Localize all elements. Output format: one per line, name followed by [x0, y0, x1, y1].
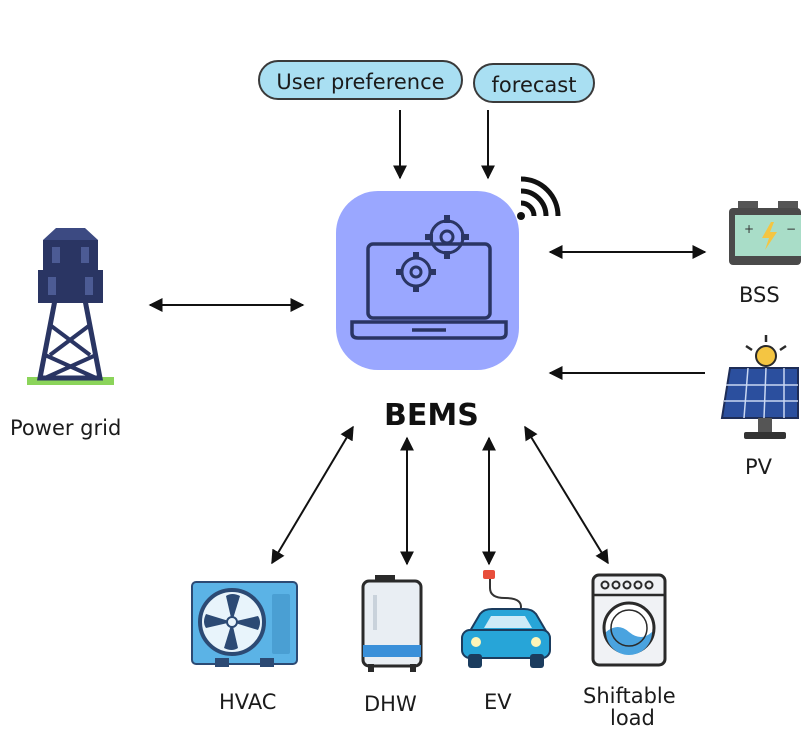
node-label-dhw: DHW	[364, 692, 417, 716]
node-label-shiftable-line2: load	[610, 706, 655, 730]
transmission-tower-icon	[27, 228, 114, 385]
arrow-bems-hvac	[271, 425, 354, 565]
arrow-bems-shiftable-load	[524, 425, 609, 565]
node-label-power-grid: Power grid	[10, 416, 122, 440]
washing-machine-icon	[591, 573, 667, 667]
node-label-pv: PV	[745, 455, 773, 479]
hvac-fan-icon	[191, 581, 298, 667]
node-label-ev: EV	[484, 690, 512, 714]
svg-text:−: −	[786, 222, 796, 236]
center-label: BEMS	[384, 398, 479, 433]
water-heater-icon	[361, 575, 423, 672]
connector-arrows	[148, 110, 707, 566]
node-label-bss: BSS	[739, 283, 780, 307]
laptop-gears-icon	[336, 191, 519, 370]
input-pill-forecast: forecast	[473, 63, 595, 103]
svg-text:+: +	[744, 222, 754, 236]
solar-panel-icon	[720, 335, 799, 439]
node-label-hvac: HVAC	[219, 690, 277, 714]
electric-car-icon	[461, 570, 551, 668]
battery-icon: + −	[729, 201, 801, 265]
wifi-icon	[517, 176, 561, 220]
input-pill-user-preference: User preference	[258, 60, 463, 100]
node-label-shiftable-line1: Shiftable	[583, 684, 676, 708]
